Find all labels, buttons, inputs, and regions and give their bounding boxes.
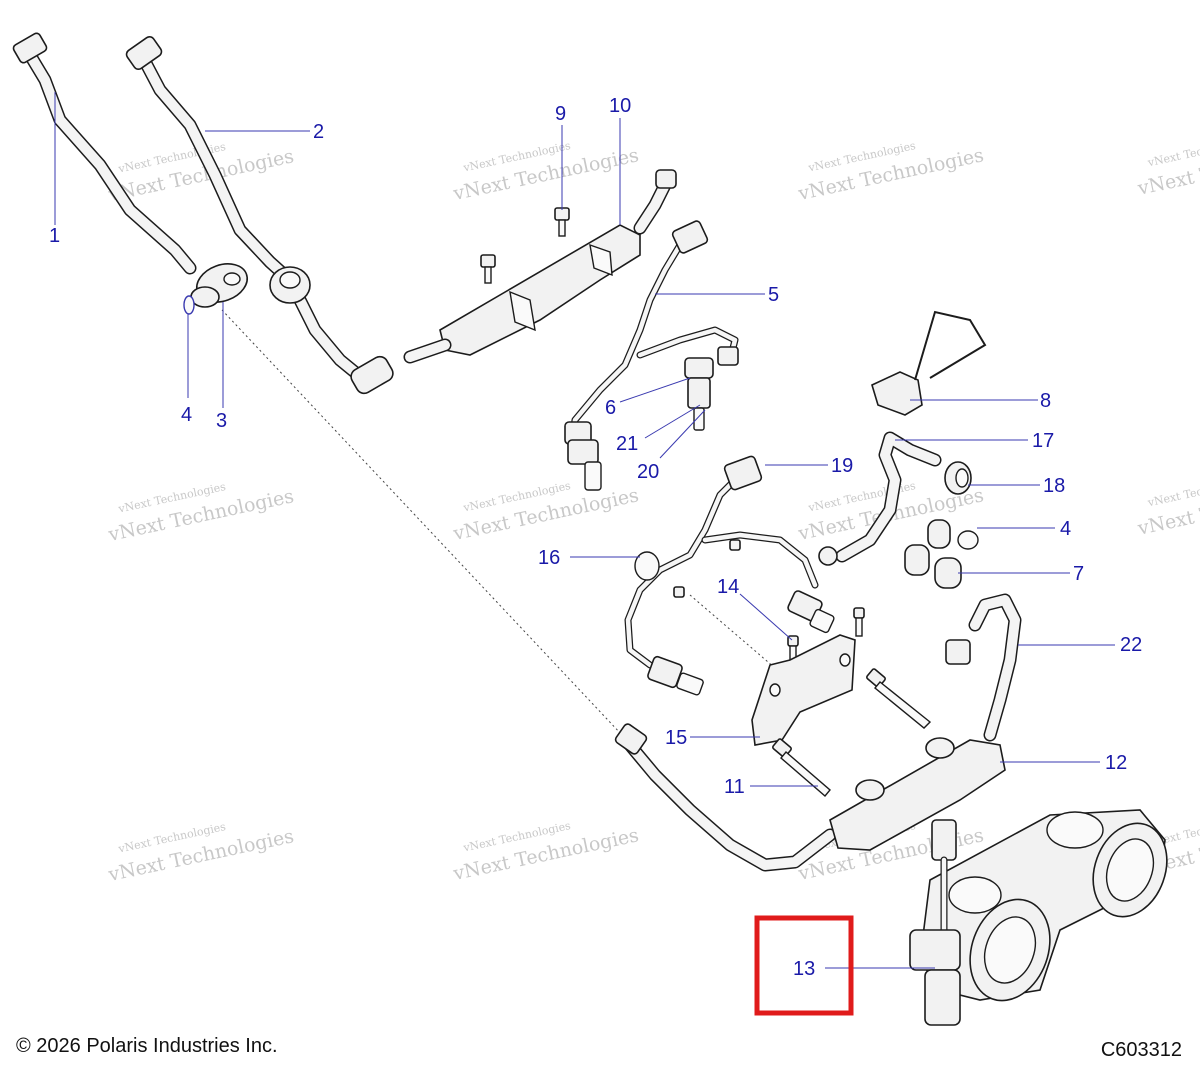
fuel-supply-hose[interactable] [614, 723, 837, 872]
part-7-hose-clip[interactable] [904, 519, 962, 589]
callout-1[interactable]: 1 [49, 225, 60, 247]
diagram-code: C603312 [1100, 1039, 1182, 1061]
callout-10[interactable]: 10 [609, 95, 631, 117]
callout-7[interactable]: 7 [1073, 563, 1084, 585]
part-14-screw[interactable] [673, 539, 865, 665]
callout-12[interactable]: 12 [1105, 752, 1127, 774]
copyright-notice: © 2026 Polaris Industries Inc. [16, 1035, 278, 1057]
part-2-fuel-line[interactable] [125, 35, 396, 396]
callout-labels: 1 2 3 4 9 10 5 6 21 20 8 17 18 19 4 16 7… [49, 95, 1142, 980]
part-18-clip[interactable] [818, 461, 972, 566]
alignment-line-bracket [689, 594, 776, 669]
callout-17[interactable]: 17 [1032, 430, 1054, 452]
callout-4-right[interactable]: 4 [1060, 518, 1071, 540]
part-1-fuel-line[interactable] [12, 32, 197, 275]
leader-lines [54, 92, 1115, 969]
callout-8[interactable]: 8 [1040, 390, 1051, 412]
part-4-clamp[interactable] [183, 295, 195, 315]
part-17-vent-hose[interactable] [835, 431, 942, 563]
part-15-bracket[interactable] [751, 634, 856, 746]
lower-injectors[interactable] [647, 590, 835, 696]
part-3-grommet[interactable] [190, 257, 253, 309]
callout-18[interactable]: 18 [1043, 475, 1065, 497]
callout-6[interactable]: 6 [605, 397, 616, 419]
callout-20[interactable]: 20 [637, 461, 659, 483]
part-11-bolt[interactable] [772, 668, 932, 797]
part-16-wiring-harness[interactable] [624, 476, 819, 669]
callout-11[interactable]: 11 [724, 776, 745, 798]
svg-text:vNext Technologies: vNext Technologies [1146, 134, 1200, 170]
alignment-line [221, 309, 623, 736]
callout-9[interactable]: 9 [555, 103, 566, 125]
callout-3[interactable]: 3 [216, 410, 227, 432]
part-9-bolt[interactable] [480, 207, 570, 284]
callout-13[interactable]: 13 [793, 958, 815, 980]
callout-16[interactable]: 16 [538, 547, 560, 569]
highlight-box [754, 915, 854, 1016]
callout-5[interactable]: 5 [768, 284, 779, 306]
callout-14[interactable]: 14 [717, 576, 739, 598]
part-10-fuel-rail[interactable] [403, 169, 677, 364]
part-4-clamp-right[interactable] [957, 530, 979, 550]
part-13-throttle-body[interactable] [909, 809, 1179, 1026]
part-5-wiring-harness[interactable] [564, 220, 739, 445]
callout-15[interactable]: 15 [665, 727, 687, 749]
svg-text:vNext Technologies: vNext Technologies [1146, 474, 1200, 510]
part-8-cap-strap[interactable] [871, 310, 987, 416]
callout-19[interactable]: 19 [831, 455, 853, 477]
callout-22[interactable]: 22 [1120, 634, 1142, 656]
part-12-fuel-rail[interactable] [829, 737, 1006, 851]
part-22-hose[interactable] [945, 593, 1022, 742]
part-6-fuel-injector[interactable] [567, 346, 739, 491]
callout-2[interactable]: 2 [313, 121, 324, 143]
callout-4[interactable]: 4 [181, 404, 192, 426]
callout-21[interactable]: 21 [616, 433, 638, 455]
part-19-connector[interactable] [723, 455, 763, 491]
